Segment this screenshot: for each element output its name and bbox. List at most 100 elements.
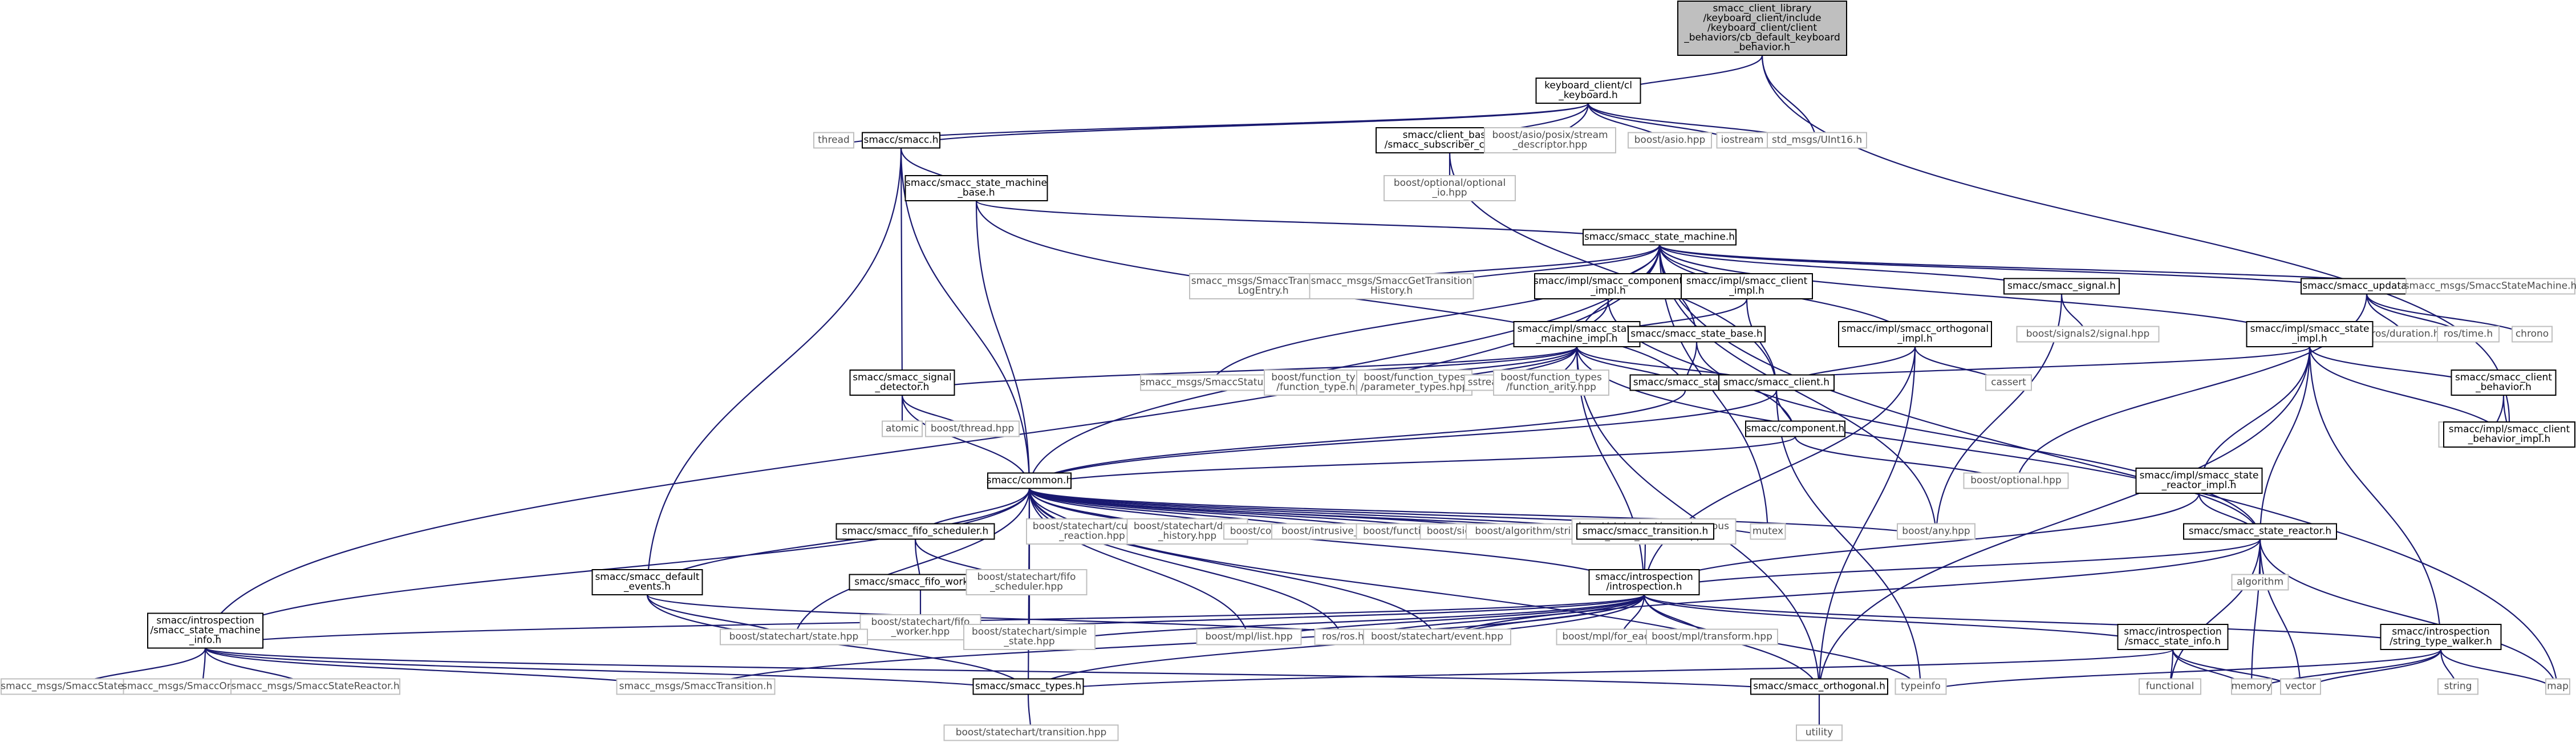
node-box: [2437, 678, 2478, 695]
edge-stateimpl-to-orth: [1814, 346, 2311, 695]
node-label: _reaction.hpp: [1058, 530, 1125, 542]
node-rostime: ros/time.h: [2437, 326, 2500, 343]
node-label: _base.h: [957, 187, 995, 198]
node-smtinfo[interactable]: smacc/introspection/smacc_state_machine_…: [147, 612, 263, 649]
node-box: [2117, 624, 2229, 650]
node-types[interactable]: smacc/smacc_types.h: [972, 678, 1084, 695]
node-box: [1196, 628, 1302, 646]
node-rosh: ros/ros.h: [1314, 628, 1372, 646]
node-box: [1745, 420, 1845, 437]
node-label: boost/asio/posix/stream: [1492, 129, 1608, 141]
node-label: /smacc_state_machine: [150, 625, 260, 636]
node-label: smacc/smacc_state_base.h: [1630, 328, 1763, 340]
node-reactimpl[interactable]: smacc/impl/smacc_state_reactor_impl.h: [2135, 468, 2263, 494]
edge-reactor-to-vector: [2259, 539, 2306, 695]
node-sm[interactable]: smacc/smacc_state_machine.h: [1583, 229, 1737, 246]
node-label: _behavior.h: [2475, 381, 2532, 393]
node-clbeh[interactable]: smacc/smacc_client_behavior.h: [2451, 370, 2557, 396]
node-thread: thread: [813, 132, 854, 149]
node-transition[interactable]: smacc/smacc_transition.h: [1576, 523, 1714, 540]
node-label: smacc/smacc_client: [2455, 372, 2552, 383]
node-mpltrans: boost/mpl/transform.hpp: [1646, 628, 1778, 646]
node-label: /function_arity.hpp: [1506, 381, 1596, 393]
node-label: boost/statechart/fifo: [871, 616, 970, 628]
node-orth[interactable]: smacc/smacc_orthogonal.h: [1750, 678, 1888, 695]
node-stateimpl[interactable]: smacc/impl/smacc_state_impl.h: [2246, 321, 2374, 347]
node-label: smacc_msgs/SmaccGetTransition: [1311, 275, 1472, 287]
node-optio: boost/optional/optional_io.hpp: [1384, 175, 1516, 201]
node-client[interactable]: smacc/smacc_client.h: [1718, 374, 1835, 391]
node-label: vector: [2285, 681, 2316, 692]
node-label: /keyboard_client/client: [1707, 22, 1818, 34]
node-sigdet[interactable]: smacc/smacc_signal_detector.h: [849, 370, 955, 396]
node-iostream1: iostream: [1716, 132, 1768, 149]
node-label: /introspection.h: [1606, 581, 1682, 592]
node-box: [835, 523, 995, 540]
node-compimpl[interactable]: smacc/impl/smacc_component_impl.h: [1534, 273, 1683, 299]
node-label: _impl.h: [1729, 285, 1764, 297]
node-signal[interactable]: smacc/smacc_signal.h: [2003, 278, 2120, 295]
node-smbase[interactable]: smacc/smacc_state_machine_base.h: [904, 175, 1048, 201]
node-label: smacc/common.h: [987, 475, 1072, 486]
node-label: smacc/smacc_signal.h: [2007, 281, 2116, 292]
node-label: smacc_msgs/SmaccStateMachine.h: [2404, 281, 2576, 292]
node-label: _keyboard.h: [1558, 90, 1618, 101]
node-label: ros/time.h: [2444, 328, 2493, 340]
node-label: boost/statechart/event.hpp: [1371, 631, 1503, 643]
node-label: smacc/client_bases: [1403, 129, 1497, 141]
node-label: _descriptor.hpp: [1512, 139, 1588, 151]
node-vector: vector: [2280, 678, 2321, 695]
node-label: smacc/smacc_updatable.h: [2302, 281, 2431, 292]
node-box: [2437, 326, 2500, 343]
edge-sm-to-mutex: [1658, 245, 1774, 540]
node-atomic: atomic: [882, 420, 923, 437]
node-box: [1963, 472, 2069, 489]
node-reactor[interactable]: smacc/smacc_state_reactor.h: [2183, 523, 2337, 540]
node-label: boost/asio.hpp: [1634, 135, 1706, 146]
node-label: /smacc_state_info.h: [2125, 636, 2221, 647]
node-label: smacc/smacc_default: [595, 571, 699, 583]
node-smacch[interactable]: smacc/smacc.h: [862, 132, 940, 149]
node-label: boost/statechart/custom: [1033, 521, 1151, 532]
node-box: [1681, 273, 1813, 299]
node-statebase[interactable]: smacc/smacc_state_base.h: [1628, 326, 1766, 343]
edge-stateimpl-to-reactimpl: [2193, 346, 2311, 494]
node-label: atomic: [886, 423, 919, 435]
node-label: smacc/impl/smacc_orthogonal: [1841, 323, 1989, 335]
node-smimpl[interactable]: smacc/impl/smacc_state_machine_impl.h: [1513, 321, 1641, 347]
node-climpl[interactable]: smacc/impl/smacc_client_impl.h: [1681, 273, 1813, 299]
edge-smimpl-to-reactor: [1576, 346, 2266, 540]
edge-common-to-rosh: [1028, 488, 1349, 646]
node-label: boost/any.hpp: [1902, 526, 1970, 537]
node-label: keyboard_client/cl: [1544, 80, 1632, 91]
node-box: [1309, 273, 1474, 299]
node-walker[interactable]: smacc/introspection/string_type_walker.h: [2380, 624, 2502, 650]
node-kbd[interactable]: keyboard_client/cl_keyboard.h: [1535, 78, 1641, 104]
node-root[interactable]: smacc_client_library/keyboard_client/inc…: [1677, 1, 1847, 56]
node-clbehimpl[interactable]: smacc/impl/smacc_client_behavior_impl.h: [2443, 421, 2575, 448]
node-label: smacc/smacc_state.h: [1633, 377, 1738, 388]
node-component[interactable]: smacc/component.h: [1745, 420, 1845, 437]
node-box: [2231, 574, 2289, 591]
node-eventhpp: boost/statechart/event.hpp: [1363, 628, 1511, 646]
node-label: typeinfo: [1901, 681, 1941, 692]
node-label: smacc/impl/smacc_client: [1686, 275, 1808, 287]
node-box: [2280, 678, 2321, 695]
node-label: map: [2547, 681, 2569, 692]
node-stinfo[interactable]: smacc/introspection/smacc_state_info.h: [2117, 624, 2229, 650]
node-orthimpl[interactable]: smacc/impl/smacc_orthogonal_impl.h: [1838, 321, 1992, 347]
node-simplestate: boost/statechart/simple_state.hpp: [963, 624, 1096, 650]
node-introsp[interactable]: smacc/introspection/introspection.h: [1588, 569, 1700, 595]
node-map: map: [2545, 678, 2570, 695]
node-box: [1985, 374, 2032, 391]
node-subcl[interactable]: smacc/client_bases/smacc_subscriber_clie…: [1376, 127, 1524, 153]
node-chrono: chrono: [2512, 326, 2553, 343]
node-fifosch[interactable]: smacc/smacc_fifo_scheduler.h: [835, 523, 995, 540]
node-label: _impl.h: [2291, 333, 2327, 344]
node-common[interactable]: smacc/common.h: [987, 472, 1072, 489]
node-defevents[interactable]: smacc/smacc_default_events.h: [591, 569, 703, 595]
node-label: boost/mpl/list.hpp: [1205, 631, 1292, 643]
node-box: [1716, 132, 1768, 149]
node-label: smacc/impl/smacc_state: [1518, 323, 1637, 335]
